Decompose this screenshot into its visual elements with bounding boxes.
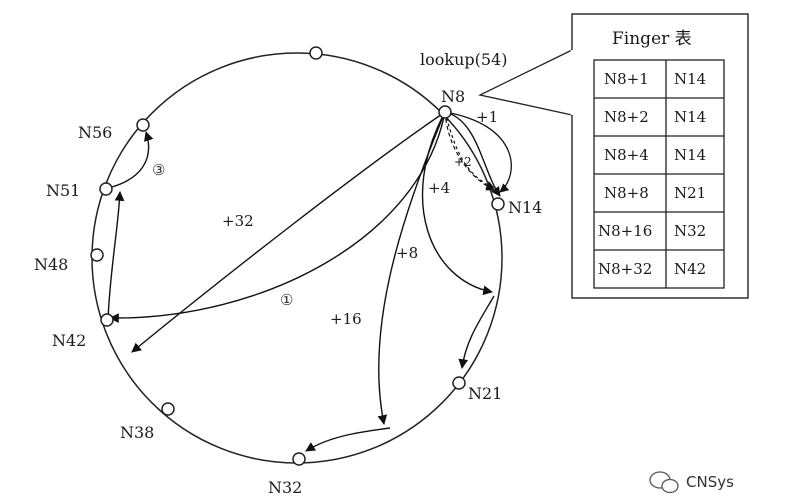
label-n38: N38: [120, 423, 154, 442]
node-n48: [90, 248, 104, 262]
label-n21: N21: [468, 384, 502, 403]
label-n42: N42: [52, 331, 86, 350]
label-n48: N48: [34, 255, 68, 274]
edge-label-plus1: +1: [476, 108, 498, 126]
finger-row-start: N8+2: [604, 108, 649, 126]
finger-row-node: N14: [674, 108, 706, 126]
chat-bubble-icon: [649, 471, 679, 494]
lookup-label: lookup(54): [420, 50, 507, 69]
edge-plus32: [131, 111, 446, 353]
node-unlabeled-top: [309, 46, 323, 60]
node-n8: [438, 105, 452, 119]
finger-row-node: N42: [674, 260, 706, 278]
edge-label-plus16: +16: [330, 310, 362, 328]
edge-plus16: [377, 111, 446, 425]
finger-row-start: N8+32: [598, 260, 652, 278]
finger-table-box: [571, 13, 749, 299]
label-n8: N8: [441, 87, 465, 106]
node-n32: [292, 452, 306, 466]
node-n38: [161, 402, 175, 416]
label-n32: N32: [268, 478, 302, 497]
edge-n32-inner: [305, 427, 391, 452]
label-n56: N56: [78, 123, 112, 142]
edge-label-plus2: +2: [454, 155, 472, 169]
watermark: CNSys: [649, 471, 734, 494]
edge-label-plus32: +32: [222, 212, 254, 230]
label-n51: N51: [46, 181, 80, 200]
node-n14: [491, 197, 505, 211]
node-n51: [99, 182, 113, 196]
watermark-text: CNSys: [686, 473, 734, 491]
edge-step1-n8-n42: [109, 111, 446, 324]
finger-row-node: N14: [674, 70, 706, 88]
finger-row-node: N14: [674, 146, 706, 164]
edge-n21-inner: [458, 295, 495, 369]
finger-row-node: N21: [674, 184, 706, 202]
edge-step3-n51-n56: [107, 131, 154, 189]
finger-table-title: Finger 表: [612, 29, 692, 49]
finger-row-start: N8+4: [604, 146, 649, 164]
edge-label-plus4: +4: [428, 179, 450, 197]
finger-row-node: N32: [674, 222, 706, 240]
finger-row-start: N8+8: [604, 184, 649, 202]
label-n14: N14: [508, 198, 542, 217]
step-label-1: ①: [280, 291, 293, 309]
edge-plus8: [421, 111, 493, 296]
node-n21: [452, 376, 466, 390]
edge-plus4: [444, 111, 495, 189]
finger-row-start: N8+16: [598, 222, 652, 240]
callout-pointer: [478, 49, 573, 116]
edge-n8-n14-outer: [444, 111, 512, 193]
finger-table: N8+1 N14 N8+2 N14 N8+4 N14 N8+8 N21 N8+1…: [593, 59, 725, 289]
step-label-3: ③: [152, 161, 165, 179]
finger-row-start: N8+1: [604, 70, 649, 88]
edge-n42-n51: [107, 191, 125, 321]
edge-label-plus8: +8: [396, 244, 418, 262]
node-n56: [136, 118, 150, 132]
node-n42: [100, 313, 114, 327]
